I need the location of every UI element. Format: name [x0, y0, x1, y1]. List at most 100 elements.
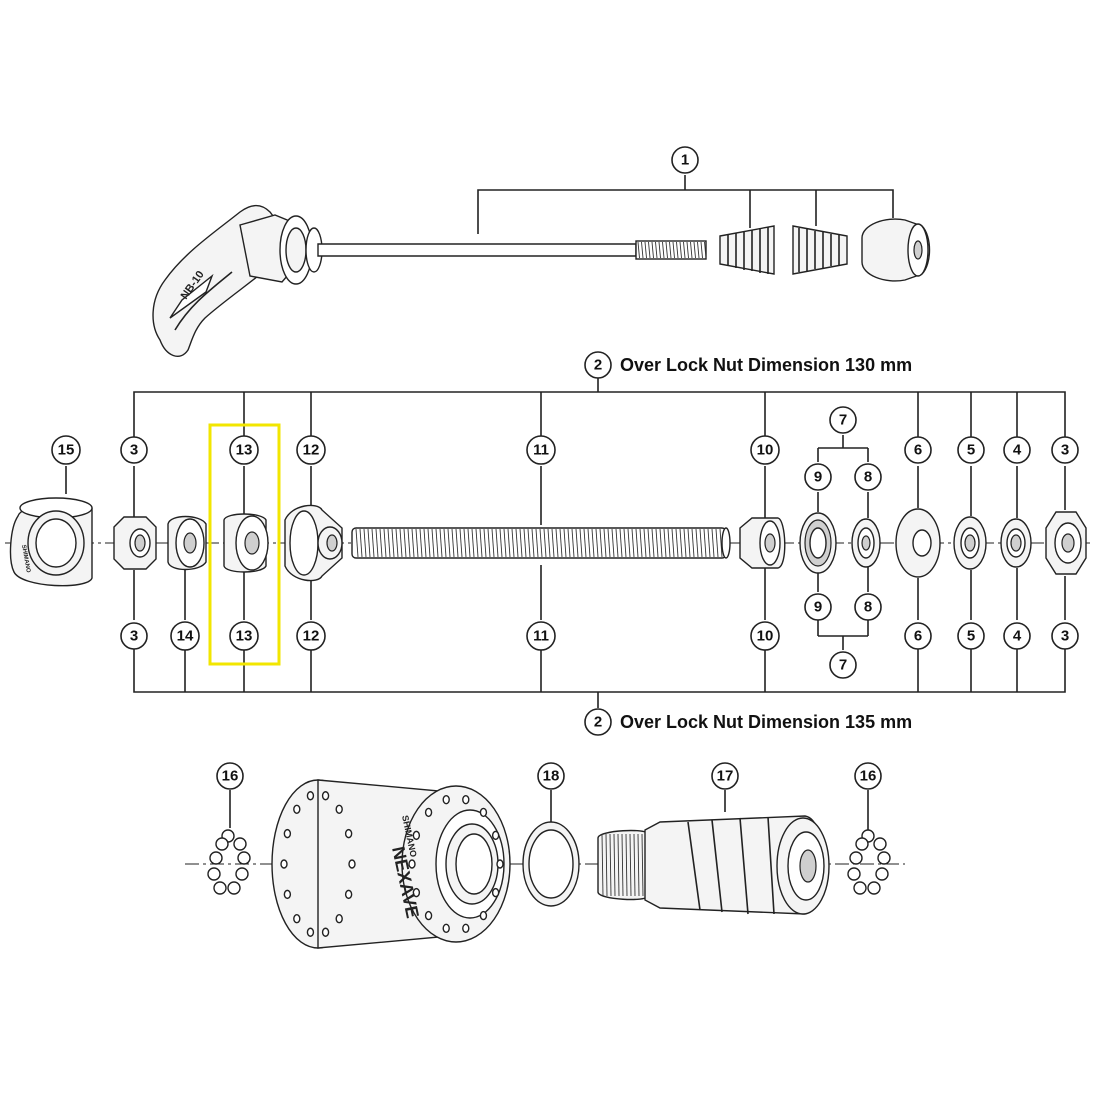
svg-text:12: 12: [303, 442, 320, 459]
callout-11-bottom: 11: [526, 621, 556, 651]
flange-hole-left: [335, 914, 343, 924]
svg-text:10: 10: [757, 442, 774, 459]
callout-3-bottom-left: 3: [120, 622, 148, 650]
svg-text:7: 7: [839, 412, 847, 429]
axle-thread-line: [387, 528, 391, 558]
axle-thread-line: [619, 528, 623, 558]
axle-thread-line: [499, 528, 503, 558]
skewer-thread-line: [648, 241, 651, 259]
callout-13-top: 13: [229, 435, 259, 465]
callout-9-bottom: 9: [804, 593, 832, 621]
axle-thread-line: [431, 528, 435, 558]
axle-thread-line: [539, 528, 543, 558]
svg-text:15: 15: [58, 442, 75, 459]
callout-4-bottom: 4: [1003, 622, 1031, 650]
dimension-130-label: Over Lock Nut Dimension 130 mm: [620, 355, 912, 375]
svg-text:11: 11: [533, 628, 549, 645]
axle-thread-line: [439, 528, 443, 558]
ball-bearing: [849, 851, 863, 865]
axle-thread-line: [523, 528, 527, 558]
svg-text:16: 16: [222, 768, 239, 785]
skewer-thread-line: [655, 241, 658, 259]
axle-thread-line: [363, 528, 367, 558]
skewer-thread-line: [665, 241, 668, 259]
skewer-thread-line: [693, 241, 696, 259]
svg-text:4: 4: [1013, 442, 1022, 459]
flange-hole-left: [293, 804, 301, 814]
ball-bearing: [235, 867, 249, 881]
callout-6-bottom: 6: [904, 622, 932, 650]
conical-spring-left: [719, 225, 775, 275]
flange-hole-right: [442, 923, 450, 934]
ball-bearing: [233, 837, 247, 851]
axle-thread-line: [459, 528, 463, 558]
highlight-box-part-13: [208, 423, 281, 666]
axle-thread-line: [375, 528, 379, 558]
flange-hole-left: [283, 889, 292, 900]
spacer-14: [167, 515, 207, 571]
svg-text:6: 6: [914, 442, 922, 459]
flange-hole-right: [424, 807, 433, 818]
axle-thread-line: [711, 528, 715, 558]
callout-2-bottom: 2: [584, 708, 612, 736]
axle-thread-line: [679, 528, 683, 558]
flange-hole-right: [462, 794, 470, 805]
freehub-thread-line: [617, 833, 620, 897]
freehub-body-17: [597, 815, 830, 915]
axle-thread-line: [663, 528, 667, 558]
svg-text:13: 13: [236, 628, 253, 645]
ball-bearing: [215, 837, 229, 851]
ball-bearing: [847, 867, 861, 881]
flange-hole-left: [335, 804, 343, 814]
axle-thread-line: [479, 528, 483, 558]
axle-thread-line: [579, 528, 583, 558]
ball-bearing: [237, 851, 251, 865]
svg-text:18: 18: [543, 768, 560, 785]
axle-thread-line: [703, 528, 707, 558]
skewer-thread-line: [697, 241, 700, 259]
axle-thread-line: [635, 528, 639, 558]
axle-thread-line: [627, 528, 631, 558]
axle-thread-line: [467, 528, 471, 558]
callout-11-top: 11: [526, 435, 556, 465]
ball-bearing: [875, 867, 889, 881]
axle-thread-line: [503, 528, 507, 558]
axle-thread-line: [547, 528, 551, 558]
axle-thread-line: [423, 528, 427, 558]
axle-thread-line: [527, 528, 531, 558]
flange-hole-right: [408, 859, 416, 869]
freehub-thread-line: [605, 833, 608, 897]
axle-thread-line: [563, 528, 567, 558]
washer-4: [1000, 518, 1032, 568]
svg-text:1: 1: [681, 152, 689, 169]
axle-thread-line: [535, 528, 539, 558]
freehub-thread-line: [629, 833, 632, 897]
axle-thread-line: [603, 528, 607, 558]
skewer-thread-line: [641, 241, 644, 259]
callout-3-top-right: 3: [1051, 436, 1079, 464]
cone-left-12: [284, 504, 343, 582]
axle-thread-line: [667, 528, 671, 558]
axle-thread-line: [383, 528, 387, 558]
axle-thread-line: [695, 528, 699, 558]
axle-thread-line: [495, 528, 499, 558]
svg-text:3: 3: [1061, 628, 1069, 645]
ball-bearing: [873, 837, 887, 851]
axle-thread-line: [715, 528, 719, 558]
axle-thread-line: [671, 528, 675, 558]
callout-3-bottom-right: 3: [1051, 622, 1079, 650]
svg-text:2: 2: [594, 714, 602, 731]
freehub-thread-line: [637, 833, 640, 897]
skewer-thread-line: [683, 241, 686, 259]
spacer-ring-18: [522, 821, 580, 907]
skewer-thread-line: [662, 241, 665, 259]
flange-hole-left: [306, 791, 315, 801]
axle-thread-line: [455, 528, 459, 558]
flange-hole-right: [412, 887, 421, 898]
axle-thread-line: [507, 528, 511, 558]
axle-thread-line: [359, 528, 363, 558]
axle-thread-line: [559, 528, 563, 558]
axle-thread-line: [491, 528, 495, 558]
axle-thread-line: [551, 528, 555, 558]
axle-thread-line: [643, 528, 647, 558]
